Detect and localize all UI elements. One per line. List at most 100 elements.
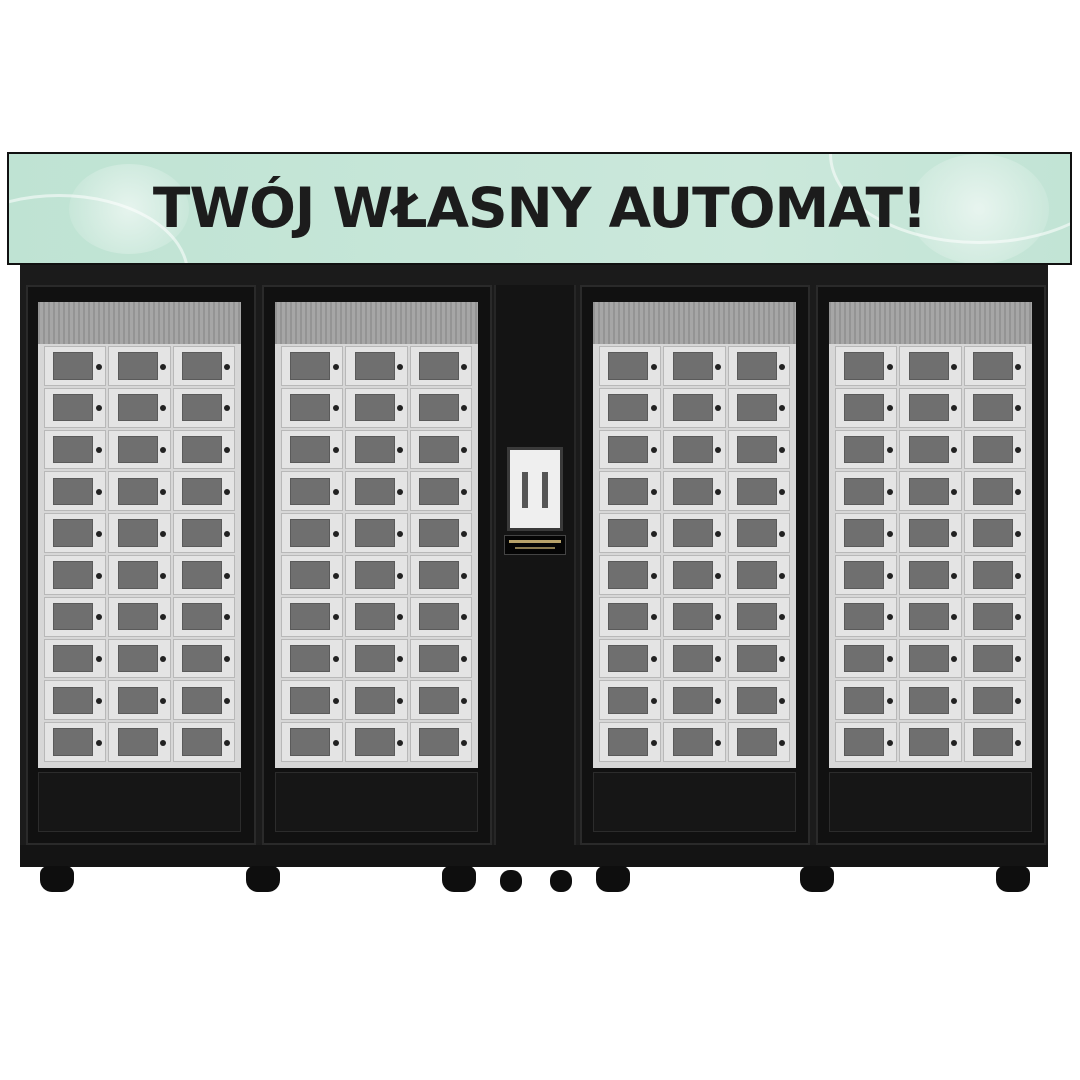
locker-door[interactable]	[108, 596, 171, 637]
locker-door[interactable]	[281, 596, 344, 637]
locker-door[interactable]	[44, 554, 107, 595]
locker-door[interactable]	[44, 513, 107, 553]
locker-door[interactable]	[345, 638, 408, 679]
locker-door[interactable]	[172, 387, 235, 428]
locker-door[interactable]	[599, 554, 662, 595]
touch-screen[interactable]	[507, 447, 563, 531]
locker-door[interactable]	[899, 638, 962, 679]
locker-door[interactable]	[281, 638, 344, 679]
locker-door[interactable]	[44, 596, 107, 637]
locker-door[interactable]	[172, 346, 235, 386]
locker-door[interactable]	[899, 680, 962, 721]
locker-door[interactable]	[835, 554, 898, 595]
locker-door[interactable]	[345, 513, 408, 553]
locker-door[interactable]	[835, 638, 898, 679]
locker-door[interactable]	[727, 513, 790, 553]
locker-door[interactable]	[835, 429, 898, 470]
locker-door[interactable]	[409, 471, 472, 512]
locker-door[interactable]	[727, 429, 790, 470]
locker-door[interactable]	[172, 513, 235, 553]
locker-door[interactable]	[345, 680, 408, 721]
locker-door[interactable]	[108, 346, 171, 386]
locker-door[interactable]	[44, 471, 107, 512]
locker-door[interactable]	[172, 722, 235, 762]
locker-door[interactable]	[345, 346, 408, 386]
locker-door[interactable]	[599, 596, 662, 637]
locker-door[interactable]	[663, 471, 726, 512]
locker-door[interactable]	[44, 429, 107, 470]
locker-door[interactable]	[345, 471, 408, 512]
locker-door[interactable]	[409, 680, 472, 721]
locker-door[interactable]	[963, 346, 1026, 386]
locker-door[interactable]	[409, 513, 472, 553]
locker-door[interactable]	[599, 638, 662, 679]
locker-door[interactable]	[663, 346, 726, 386]
locker-door[interactable]	[409, 554, 472, 595]
locker-door[interactable]	[108, 471, 171, 512]
locker-door[interactable]	[172, 554, 235, 595]
locker-door[interactable]	[281, 346, 344, 386]
locker-door[interactable]	[599, 680, 662, 721]
locker-door[interactable]	[599, 722, 662, 762]
locker-door[interactable]	[835, 513, 898, 553]
locker-door[interactable]	[409, 638, 472, 679]
locker-door[interactable]	[663, 554, 726, 595]
locker-door[interactable]	[281, 554, 344, 595]
locker-door[interactable]	[899, 387, 962, 428]
locker-door[interactable]	[599, 346, 662, 386]
locker-door[interactable]	[663, 513, 726, 553]
locker-door[interactable]	[727, 471, 790, 512]
locker-door[interactable]	[281, 722, 344, 762]
locker-door[interactable]	[663, 638, 726, 679]
locker-door[interactable]	[108, 513, 171, 553]
locker-door[interactable]	[281, 429, 344, 470]
locker-door[interactable]	[963, 680, 1026, 721]
locker-door[interactable]	[281, 471, 344, 512]
locker-door[interactable]	[835, 596, 898, 637]
locker-door[interactable]	[172, 638, 235, 679]
locker-door[interactable]	[663, 429, 726, 470]
locker-door[interactable]	[409, 387, 472, 428]
locker-door[interactable]	[899, 471, 962, 512]
locker-door[interactable]	[409, 596, 472, 637]
locker-door[interactable]	[599, 387, 662, 428]
locker-door[interactable]	[963, 429, 1026, 470]
locker-door[interactable]	[345, 387, 408, 428]
locker-door[interactable]	[345, 722, 408, 762]
locker-door[interactable]	[835, 387, 898, 428]
locker-door[interactable]	[963, 638, 1026, 679]
locker-door[interactable]	[899, 722, 962, 762]
locker-door[interactable]	[727, 554, 790, 595]
locker-door[interactable]	[172, 680, 235, 721]
locker-door[interactable]	[727, 680, 790, 721]
locker-door[interactable]	[727, 596, 790, 637]
locker-door[interactable]	[727, 722, 790, 762]
locker-door[interactable]	[172, 596, 235, 637]
locker-door[interactable]	[108, 387, 171, 428]
locker-door[interactable]	[108, 429, 171, 470]
locker-door[interactable]	[409, 722, 472, 762]
locker-door[interactable]	[44, 346, 107, 386]
locker-door[interactable]	[899, 513, 962, 553]
locker-door[interactable]	[599, 471, 662, 512]
locker-door[interactable]	[663, 596, 726, 637]
locker-door[interactable]	[663, 722, 726, 762]
locker-door[interactable]	[899, 596, 962, 637]
locker-door[interactable]	[835, 722, 898, 762]
locker-door[interactable]	[963, 471, 1026, 512]
locker-door[interactable]	[835, 471, 898, 512]
locker-door[interactable]	[727, 638, 790, 679]
locker-door[interactable]	[108, 638, 171, 679]
locker-door[interactable]	[963, 554, 1026, 595]
locker-door[interactable]	[663, 680, 726, 721]
locker-door[interactable]	[963, 722, 1026, 762]
locker-door[interactable]	[899, 346, 962, 386]
locker-door[interactable]	[108, 554, 171, 595]
locker-door[interactable]	[108, 722, 171, 762]
locker-door[interactable]	[663, 387, 726, 428]
locker-door[interactable]	[963, 387, 1026, 428]
locker-door[interactable]	[345, 596, 408, 637]
locker-door[interactable]	[44, 722, 107, 762]
locker-door[interactable]	[727, 346, 790, 386]
locker-door[interactable]	[409, 346, 472, 386]
